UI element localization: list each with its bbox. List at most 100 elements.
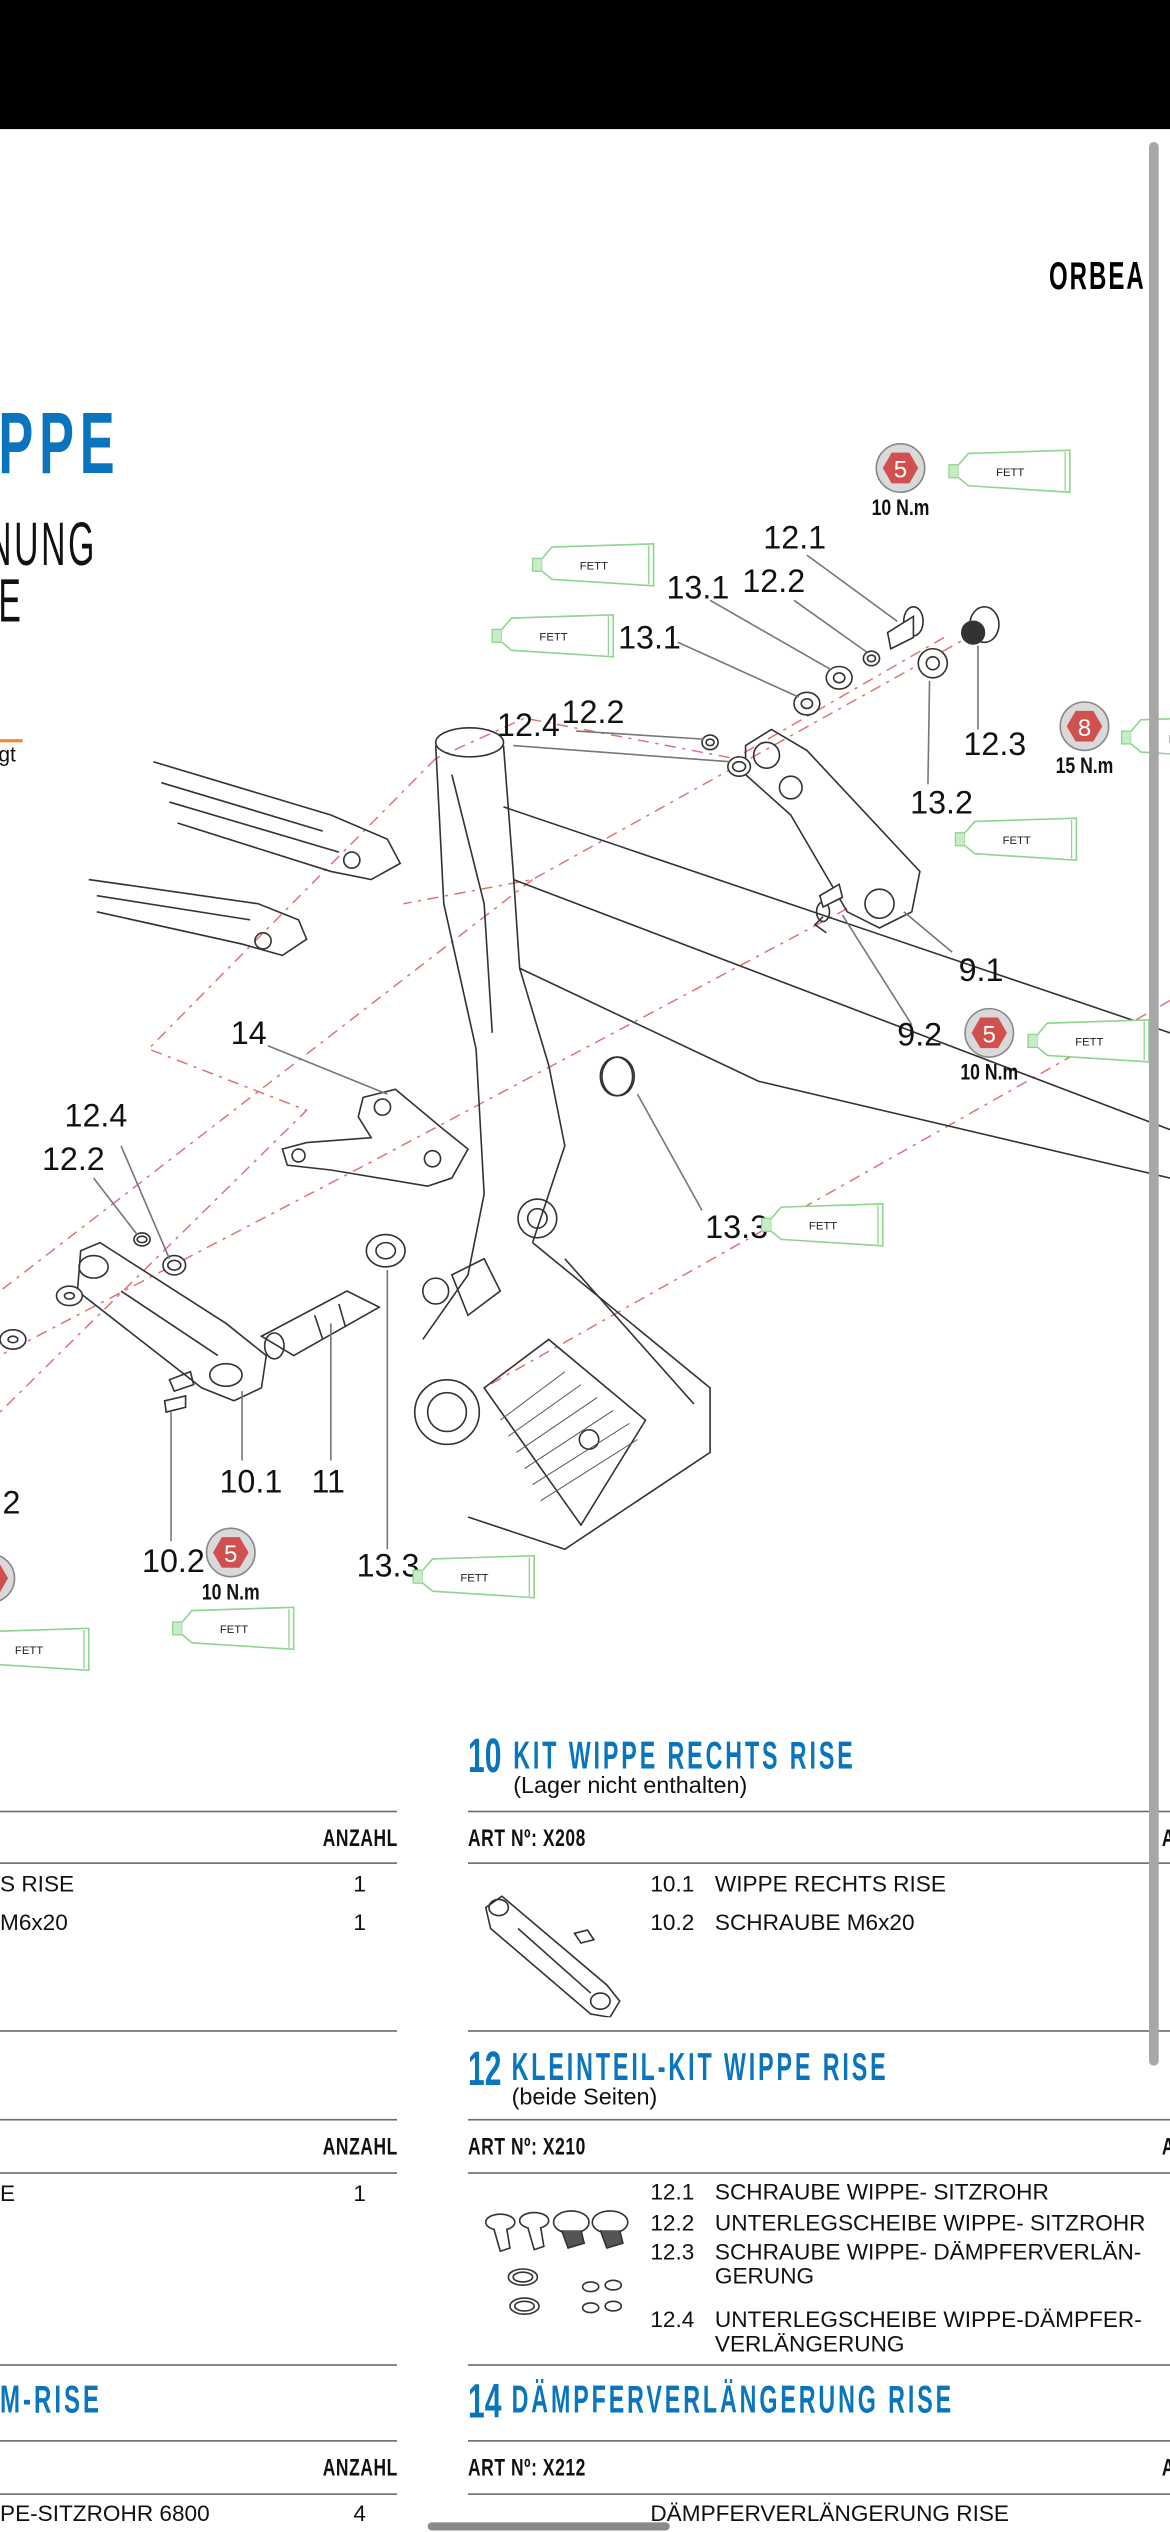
part-label: 12.3 xyxy=(963,726,1026,762)
grease-label: FETT xyxy=(15,1645,43,1657)
divider xyxy=(468,2030,1170,2032)
part-label: 13.2 xyxy=(910,784,973,820)
hex-key-icon xyxy=(1066,710,1103,742)
divider xyxy=(468,1810,1170,1813)
axis-line xyxy=(403,631,977,905)
part-label: 11 xyxy=(311,1464,345,1500)
part-label: .2 xyxy=(0,1485,20,1521)
torque-value: 10 N.m xyxy=(202,1580,260,1605)
hex-key-icon xyxy=(971,1017,1008,1049)
divider xyxy=(468,1862,1170,1864)
row-qty: 1 xyxy=(353,1870,367,1897)
rocker-thumbnail xyxy=(484,1895,621,2018)
row-qty: 1 xyxy=(353,2180,367,2207)
grease-label: FETT xyxy=(580,561,608,573)
torque-value: 10 N.m xyxy=(872,496,930,521)
part-label: 13.1 xyxy=(666,570,729,606)
torque-badge: 510 N.m xyxy=(960,1007,1018,1085)
exploded-diagram: 12.1 13.1 12.2 13.1 12.4 12.2 12.3 13.2 … xyxy=(0,442,1170,1672)
divider xyxy=(0,2493,397,2495)
axis-line xyxy=(0,878,533,1292)
qty-header: A xyxy=(1162,2133,1170,2160)
part-label: 12.4 xyxy=(497,707,560,743)
qty-header: ANZAHL xyxy=(322,2133,398,2161)
hex-size: 5 xyxy=(983,1022,996,1049)
part-label: 10.1 xyxy=(219,1464,282,1500)
section-subtitle: (beide Seiten) xyxy=(511,2085,658,2111)
article-number: ART Nº: X208 xyxy=(468,1825,586,1853)
axis-line xyxy=(0,757,437,1413)
brand-text: ORBEA xyxy=(1048,254,1146,299)
grease-label: FETT xyxy=(809,1221,837,1233)
page-subtitle-line2: E xyxy=(0,568,21,636)
axis-line xyxy=(483,999,1170,1389)
row-desc: S RISE xyxy=(0,1870,75,1897)
divider xyxy=(468,2118,1170,2121)
part-label: 12.2 xyxy=(742,563,805,599)
qty-header: A xyxy=(1162,2455,1170,2482)
divider xyxy=(0,2172,397,2174)
section-number: 10 xyxy=(468,1729,502,1784)
part-label: 12.1 xyxy=(763,520,826,556)
brand-logo: ORBEA xyxy=(1049,255,1170,300)
part-label: 12.2 xyxy=(562,694,625,730)
section-title: KLEINTEIL-KIT WIPPE RISE xyxy=(511,2046,889,2090)
section-14-heading: 14 xyxy=(468,2376,522,2431)
divider xyxy=(468,2364,1170,2366)
hex-key-icon xyxy=(882,452,919,484)
leader-lines xyxy=(92,554,979,1550)
hex-key-icon xyxy=(213,1537,249,1568)
grease-tube-icon: FETT xyxy=(172,1606,295,1651)
grease-tube-icon: FETT xyxy=(1120,718,1170,755)
torque-badge: m xyxy=(0,1555,16,1602)
axis-line xyxy=(0,907,848,1357)
scrollbar[interactable] xyxy=(1149,142,1159,2066)
divider xyxy=(0,2364,397,2366)
divider xyxy=(468,2440,1170,2442)
part-label: 13.3 xyxy=(705,1209,768,1245)
divider xyxy=(0,2118,397,2121)
section-number: 12 xyxy=(468,2043,502,2097)
home-indicator[interactable] xyxy=(427,2522,670,2531)
hex-size: 5 xyxy=(894,457,907,484)
part-label: 13.3 xyxy=(357,1548,420,1584)
torque-value: 15 N.m xyxy=(1056,754,1114,779)
hex-key-icon xyxy=(0,1564,9,1593)
part-label: 12.2 xyxy=(42,1141,105,1177)
axle-11 xyxy=(259,1290,381,1360)
shock-extension-14 xyxy=(281,1088,470,1187)
qty-header: ANZAHL xyxy=(322,2454,398,2483)
grease-tube-icon: FETT xyxy=(0,1627,90,1672)
axis-line xyxy=(435,636,945,760)
hex-size: 5 xyxy=(224,1541,237,1568)
grease-label: FETT xyxy=(1169,733,1170,745)
torque-badge: 815 N.m xyxy=(1056,701,1114,779)
divider xyxy=(468,2493,1170,2495)
orange-divider xyxy=(0,739,23,743)
part-item: DÄMPFERVERLÄNGERUNG RISE xyxy=(650,2499,1010,2526)
grease-label: FETT xyxy=(996,467,1024,479)
note-text: gt xyxy=(0,742,16,767)
grease-tubes: FETTFETTFETTFETTFETTFETTFETTFETTFETTFETT xyxy=(0,449,1170,1672)
grease-label: FETT xyxy=(220,1624,248,1636)
rocker-9-1 xyxy=(744,728,921,934)
grease-label: FETT xyxy=(1003,835,1031,847)
part-label: 12.4 xyxy=(65,1097,128,1133)
small-parts-thumbnail xyxy=(484,2210,629,2315)
part-label: 9.1 xyxy=(959,952,1004,988)
frame-drawing xyxy=(413,727,1170,1551)
page-subtitle-line1: NUNG xyxy=(0,511,98,580)
section-number: 14 xyxy=(468,2375,502,2429)
section-10-heading: 10 xyxy=(468,1730,522,1785)
grease-tube-icon: FETT xyxy=(761,1203,884,1247)
row-desc: PE-SITZROHR 6800 xyxy=(0,2499,210,2526)
divider xyxy=(0,1810,397,1813)
grease-tube-icon: FETT xyxy=(491,614,615,658)
article-number: ART Nº: X210 xyxy=(468,2133,586,2161)
part-labels: 12.1 13.1 12.2 13.1 12.4 12.2 12.3 13.2 … xyxy=(0,520,1026,1584)
